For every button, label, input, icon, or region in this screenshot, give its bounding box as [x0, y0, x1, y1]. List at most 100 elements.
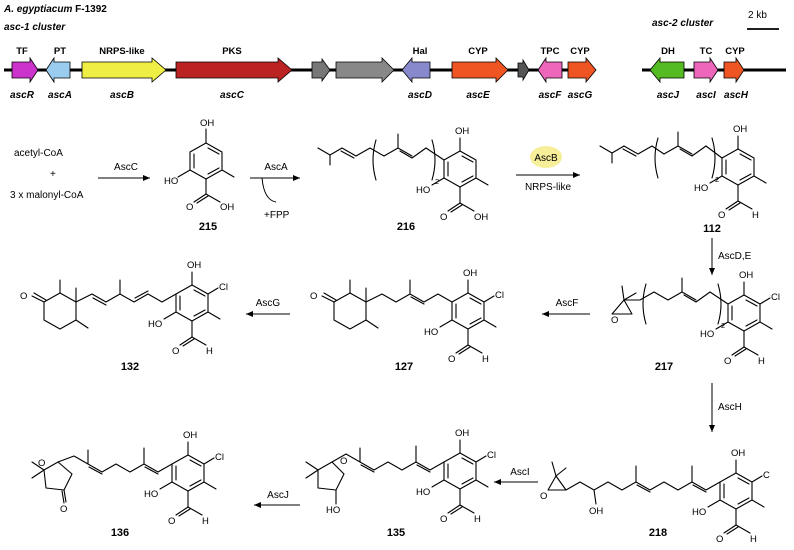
atom-ho: HO: [692, 507, 706, 518]
gene-ascC-name: ascC: [220, 90, 245, 101]
atom-ho: HO: [416, 487, 430, 498]
atom-cl: Cl: [219, 282, 228, 293]
compound-112: 2 OH HO O H 112: [599, 124, 767, 235]
gene-ascE-arrow: [451, 57, 509, 83]
atom-o: O: [611, 315, 618, 326]
gene-ascE-name: ascE: [466, 90, 490, 101]
arrow-ascDE: AscD,E: [709, 238, 752, 275]
gene-ascB-function: NRPS-like: [99, 46, 144, 57]
gene-ascH-arrow: [723, 56, 745, 84]
enzyme-ascDE: AscD,E: [718, 251, 752, 262]
atom-oh: OH: [220, 202, 234, 213]
gene-ascJ-function: DH: [661, 46, 675, 57]
atom-o: O: [168, 516, 175, 527]
atom-h: H: [482, 354, 489, 365]
gene-ascI-arrow: [693, 56, 719, 84]
compound-135: O HO OH Cl HO O H 135: [305, 428, 496, 539]
atom-ho: HO: [144, 489, 158, 500]
atom-oh: OH: [733, 124, 747, 135]
gene-ascC-arrow: [175, 57, 293, 83]
label-217: 217: [655, 361, 673, 373]
atom-oh: OH: [455, 126, 469, 137]
gene-ascJ-name: ascJ: [657, 90, 680, 101]
atom-cl: Cl: [495, 290, 504, 301]
atom-oh: OH: [474, 212, 488, 223]
gene-ascB-name: ascB: [110, 90, 134, 101]
atom-oh: OH: [183, 430, 197, 441]
gene-unknown2-arrow: [335, 57, 395, 83]
atom-o: O: [340, 456, 347, 467]
compound-132: O OH Cl HO O H 132: [20, 260, 228, 373]
gene-ascI-function: TC: [700, 46, 713, 57]
gene-ascJ-arrow: [649, 56, 685, 84]
atom-sub2: 2: [715, 175, 719, 184]
atom-o: O: [60, 504, 67, 515]
atom-o: O: [38, 458, 45, 469]
start-acetyl-coa: acetyl-CoA: [14, 148, 63, 159]
compound-127: O OH Cl HO O H 127: [310, 268, 504, 373]
enzyme-ascH: AscH: [718, 402, 742, 413]
atom-c: C: [763, 470, 770, 481]
atom-o: O: [718, 210, 725, 221]
gene-ascA-arrow: [45, 56, 71, 84]
compound-217: O 2 OH Cl HO O H 217: [611, 270, 780, 373]
compound-216: 2 OH HO O OH 216: [317, 126, 489, 233]
atom-ho: HO: [148, 319, 162, 330]
cluster-header: A. egyptiacum F-1392 asc-1 cluster asc-2…: [3, 4, 779, 33]
starting-materials: acetyl-CoA + 3 x malonyl-CoA: [10, 148, 84, 201]
label-135: 135: [387, 527, 405, 539]
gene-ascH-function: CYP: [725, 46, 745, 57]
atom-o: O: [186, 202, 193, 213]
gene-ascH-name: ascH: [724, 90, 749, 101]
atom-h: H: [202, 516, 209, 527]
atom-o: O: [724, 356, 731, 367]
cluster1-label: asc-1 cluster: [4, 22, 66, 33]
atom-cl: Cl: [487, 450, 496, 461]
atom-o: O: [540, 491, 547, 502]
gene-ascD-arrow: [401, 56, 431, 84]
arrow-ascG: AscG: [246, 298, 290, 317]
enzyme-ascB: AscB: [534, 153, 558, 164]
gene-ascR-arrow: [11, 56, 39, 84]
arrow-ascC: AscC: [98, 162, 150, 181]
atom-h: H: [206, 346, 213, 357]
atom-h: H: [758, 356, 765, 367]
atom-sub2: 2: [435, 177, 439, 186]
compound-215: OH HO O OH 215: [164, 118, 235, 233]
enzyme-ascF: AscF: [556, 298, 579, 309]
svg-text:A. egyptiacum F-1392: A. egyptiacum F-1392: [3, 4, 107, 15]
label-218: 218: [649, 527, 667, 539]
atom-ho: HO: [700, 329, 714, 340]
atom-h: H: [474, 514, 481, 525]
atom-cl: Cl: [215, 452, 224, 463]
gene-ascF-function: TPC: [541, 46, 560, 57]
atom-cl: Cl: [771, 292, 780, 303]
enzyme-ascC: AscC: [114, 162, 138, 173]
organism-name: A. egyptiacum: [3, 4, 72, 15]
arrow-ascA: AscA +FPP: [250, 162, 300, 221]
atom-oh: OH: [455, 428, 469, 439]
atom-oh: OH: [589, 506, 603, 517]
label-112: 112: [703, 223, 721, 235]
enzyme-ascJ: AscJ: [267, 490, 289, 501]
atom-oh: OH: [739, 270, 753, 281]
atom-o: O: [310, 291, 317, 302]
atom-oh: OH: [200, 118, 214, 129]
gene-unknown1-arrow: [311, 57, 331, 83]
gene-ascG-name: ascG: [568, 90, 593, 101]
enzyme-ascB-blob: [530, 146, 562, 168]
atom-h: H: [750, 534, 757, 545]
gene-ascF-name: ascF: [539, 90, 563, 101]
label-136: 136: [111, 527, 129, 539]
arrow-ascJ: AscJ: [254, 490, 300, 508]
atom-oh: OH: [731, 448, 745, 459]
atom-sub2: 2: [721, 321, 725, 330]
gene-ascG-arrow: [567, 56, 597, 84]
atom-o: O: [440, 514, 447, 525]
gene-ascA-function: PT: [54, 46, 66, 57]
compound-136: O O OH Cl HO O H 136: [31, 430, 224, 539]
arrow-ascB: AscB NRPS-like: [516, 146, 580, 193]
enzyme-ascI: AscI: [510, 467, 529, 478]
gene-ascR-function: TF: [16, 46, 28, 57]
